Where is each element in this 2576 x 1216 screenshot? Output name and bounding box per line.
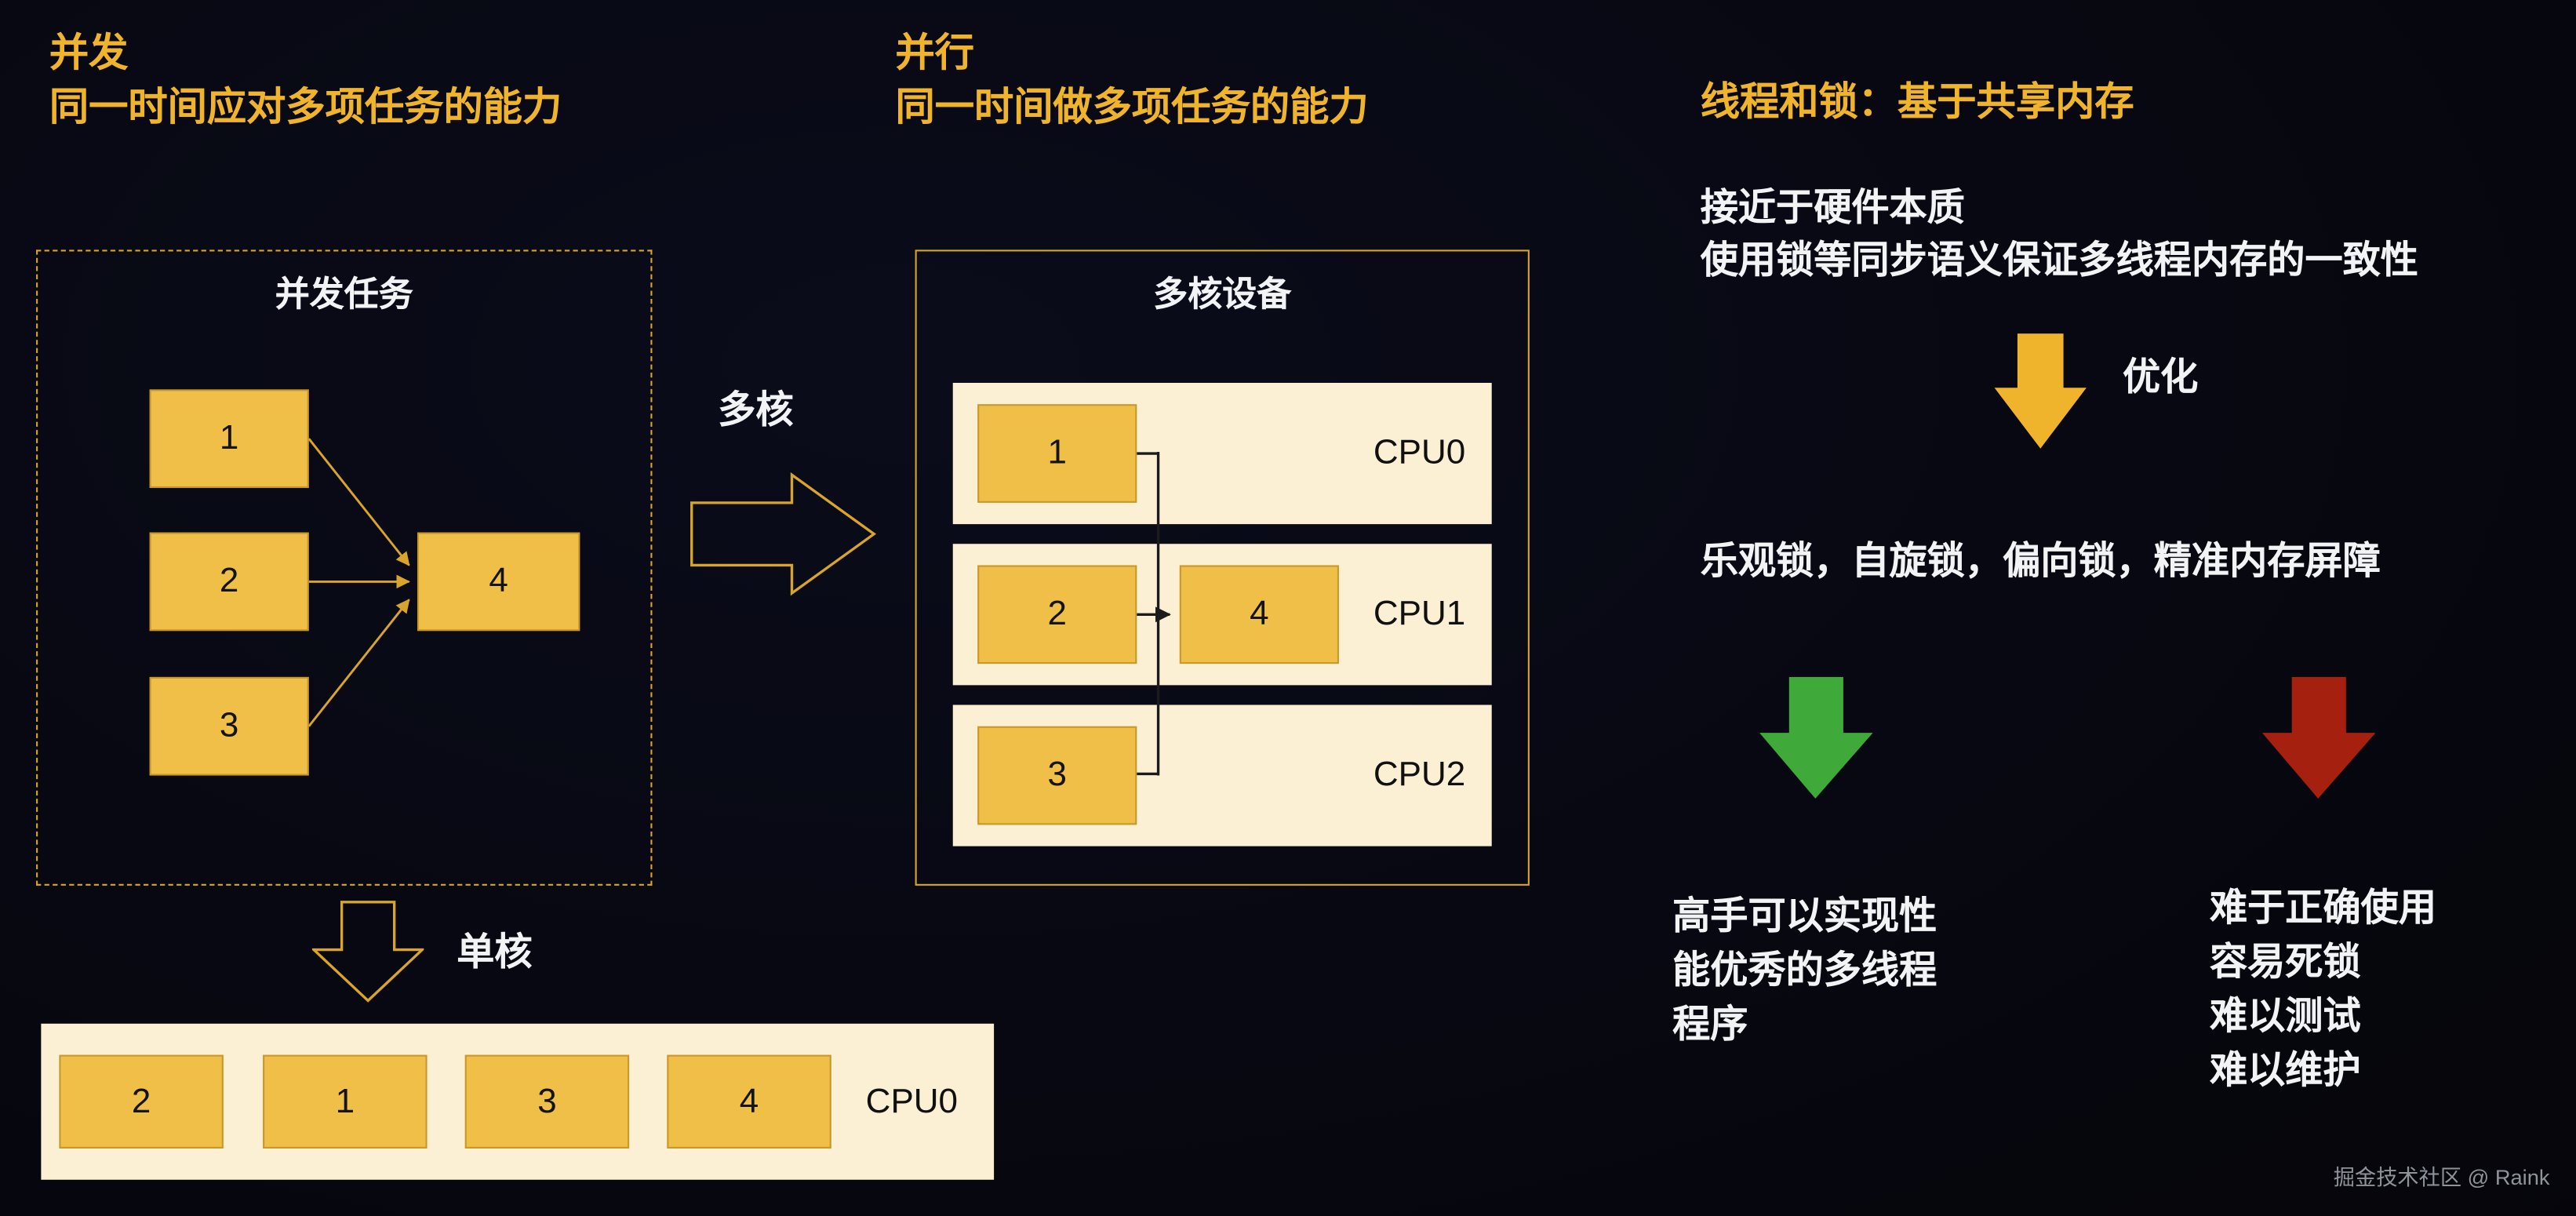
cons-down-arrow-icon xyxy=(2261,676,2376,799)
pros-line-2: 能优秀的多线程 xyxy=(1672,948,1937,991)
task-box: 3 xyxy=(464,1054,630,1149)
concurrent-tasks-panel-title: 并发任务 xyxy=(275,275,413,315)
locks-line: 乐观锁，自旋锁，偏向锁，精准内存屏障 xyxy=(1700,538,2381,582)
cpu-row-1: 2 4 CPU1 xyxy=(952,544,1492,686)
threads-intro-line-2: 使用锁等同步语义保证多线程内存的一致性 xyxy=(1700,238,2418,282)
optimize-down-arrow-icon xyxy=(1994,333,2087,449)
cpu-label: CPU0 xyxy=(1373,433,1466,472)
task-box: 2 xyxy=(977,565,1137,664)
task-box: 4 xyxy=(1179,565,1339,664)
task-box-3: 3 xyxy=(149,676,309,776)
task-box-2: 2 xyxy=(149,532,309,632)
cons-text: 难于正确使用 容易死锁 难以测试 难以维护 xyxy=(2210,881,2436,1098)
concurrency-subtitle: 同一时间应对多项任务的能力 xyxy=(49,85,562,130)
cons-line-1: 难于正确使用 xyxy=(2209,885,2436,929)
task-box: 3 xyxy=(977,726,1137,825)
parallelism-title: 并行 xyxy=(895,31,974,76)
task-box-1: 1 xyxy=(149,389,309,489)
cpu-label: CPU1 xyxy=(1373,595,1466,633)
pros-line-3: 程序 xyxy=(1672,1002,1748,1046)
parallelism-subtitle: 同一时间做多项任务的能力 xyxy=(895,85,1369,130)
threads-intro-line-1: 接近于硬件本质 xyxy=(1700,185,1965,229)
singlecore-arrow-label: 单核 xyxy=(457,930,533,973)
singlecore-down-arrow-icon xyxy=(311,901,424,1003)
optimize-label: 优化 xyxy=(2122,355,2199,398)
cpu-label: CPU0 xyxy=(865,1082,959,1120)
threads-locks-title: 线程和锁：基于共享内存 xyxy=(1700,80,2134,126)
multicore-device-panel: 多核设备 1 CPU0 2 4 CPU1 3 CPU2 xyxy=(915,249,1530,886)
concurrency-header: 并发 同一时间应对多项任务的能力 xyxy=(49,27,562,135)
watermark: 掘金技术社区 @ Raink xyxy=(2333,1164,2550,1190)
cpu-row-2: 3 CPU2 xyxy=(952,704,1492,846)
parallelism-header: 并行 同一时间做多项任务的能力 xyxy=(895,27,1368,135)
task-box: 1 xyxy=(977,404,1137,503)
pros-line-1: 高手可以实现性 xyxy=(1672,894,1937,937)
pros-down-arrow-icon xyxy=(1759,676,1873,799)
task-box: 4 xyxy=(667,1054,831,1149)
singlecore-bar: 2 1 3 4 CPU0 xyxy=(41,1023,995,1180)
concurrency-title: 并发 xyxy=(49,31,129,76)
multicore-device-title: 多核设备 xyxy=(1153,275,1292,315)
cons-line-2: 容易死锁 xyxy=(2209,939,2361,983)
cons-line-4: 难以维护 xyxy=(2209,1048,2361,1091)
concurrent-tasks-panel: 并发任务 1 2 3 4 xyxy=(36,249,653,886)
task-box: 2 xyxy=(59,1054,224,1149)
threads-intro: 接近于硬件本质 使用锁等同步语义保证多线程内存的一致性 xyxy=(1701,180,2418,286)
multicore-arrow-label: 多核 xyxy=(718,388,794,431)
task-box: 1 xyxy=(263,1054,428,1149)
task-box-4: 4 xyxy=(417,532,580,632)
pros-text: 高手可以实现性 能优秀的多线程 程序 xyxy=(1672,889,1937,1051)
multicore-right-arrow-icon xyxy=(690,472,877,596)
cons-line-3: 难以测试 xyxy=(2209,994,2361,1037)
cpu-label: CPU2 xyxy=(1373,755,1466,794)
cpu-row-0: 1 CPU0 xyxy=(952,382,1492,525)
